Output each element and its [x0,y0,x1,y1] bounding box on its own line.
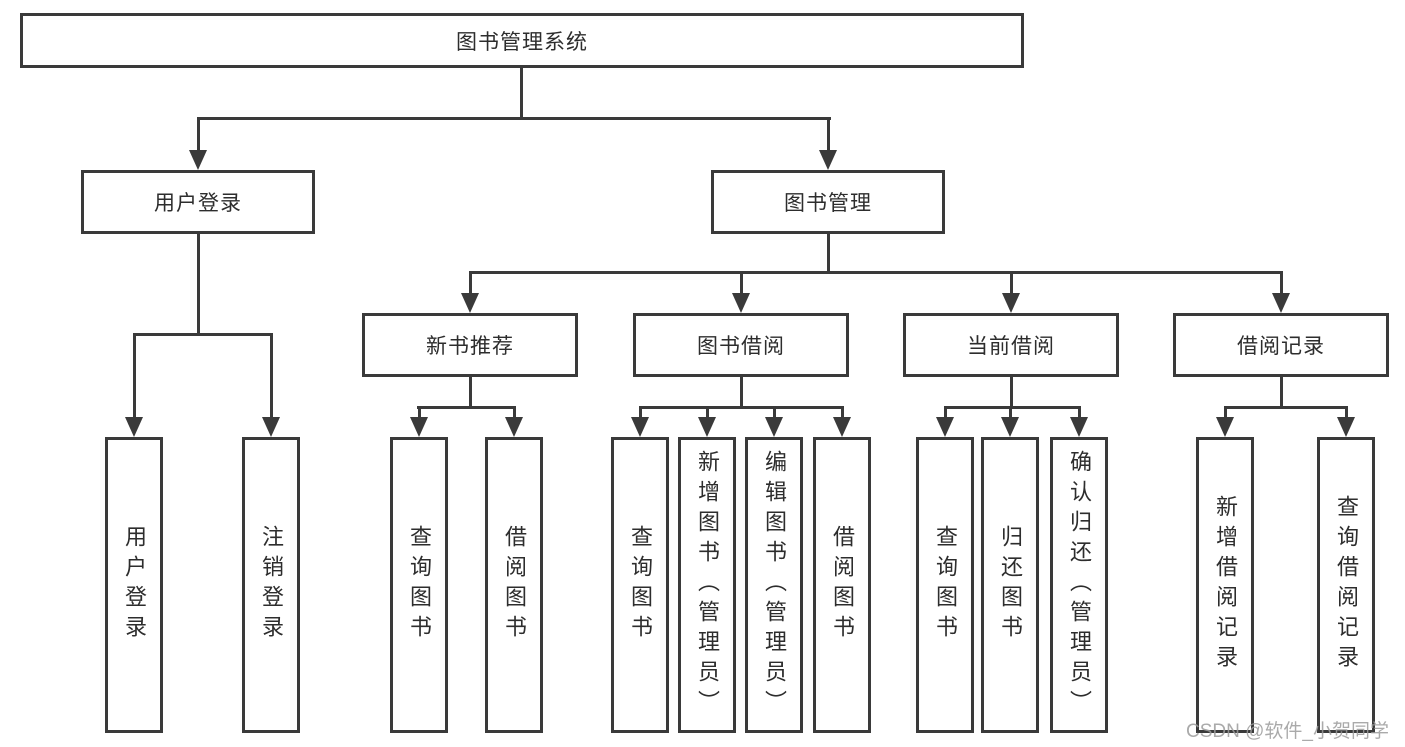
connector-bookmgmt-stem [827,232,830,274]
connector-newbook-shaft-2 [513,406,516,419]
leaf-add-books-admin: 新增图书（管理员） [678,437,736,733]
leaf-borrow-books-newbook: 借阅图书 [485,437,543,733]
connector-root-stem [520,66,523,119]
leaf-query-borrow-record-label: 查询借阅记录 [1334,495,1359,675]
arrow-down-icon [189,150,207,170]
leaf-add-books-admin-label: 新增图书（管理员） [695,450,720,720]
node-current-borrowing-label: 当前借阅 [967,335,1055,358]
arrow-down-icon [461,293,479,313]
leaf-add-borrow-record-label: 新增借阅记录 [1213,495,1238,675]
leaf-return-books: 归还图书 [981,437,1039,733]
leaf-user-login-label: 用户登录 [122,525,147,645]
leaf-edit-books-admin-label: 编辑图书（管理员） [762,450,787,720]
arrow-down-icon [505,417,523,437]
connector-userlogin-shaft-1 [133,333,136,419]
node-book-borrowing: 图书借阅 [633,313,849,377]
connector-borrow-shaft-4 [841,406,844,419]
node-book-management-label: 图书管理 [784,192,872,215]
leaf-query-books-current: 查询图书 [916,437,974,733]
connector-newbook-branch [417,406,516,409]
leaf-query-borrow-record: 查询借阅记录 [1317,437,1375,733]
leaf-query-books-newbook-label: 查询图书 [407,525,432,645]
arrow-down-icon [1216,417,1234,437]
node-borrow-records-label: 借阅记录 [1237,335,1325,358]
arrow-down-icon [698,417,716,437]
connector-userlogin-shaft-2 [270,333,273,419]
leaf-borrow-books-borrow: 借阅图书 [813,437,871,733]
arrow-down-icon [1002,293,1020,313]
node-user-login: 用户登录 [81,170,315,234]
arrow-down-icon [1272,293,1290,313]
csdn-watermark: CSDN @软件_小贺同学 [1186,721,1389,742]
connector-records-shaft-2 [1345,406,1348,419]
arrow-down-icon [125,417,143,437]
node-borrow-records: 借阅记录 [1173,313,1389,377]
connector-root-branch [197,117,831,120]
connector-bookmgmt-shaft-3 [1010,271,1013,295]
connector-bookmgmt-shaft-2 [740,271,743,295]
arrow-down-icon [410,417,428,437]
connector-borrow-shaft-3 [773,406,776,419]
arrow-down-icon [732,293,750,313]
arrow-down-icon [1070,417,1088,437]
leaf-query-books-borrow-label: 查询图书 [628,525,653,645]
connector-borrow-stem [740,375,743,409]
node-book-management: 图书管理 [711,170,945,234]
leaf-logout: 注销登录 [242,437,300,733]
node-user-login-label: 用户登录 [154,192,242,215]
node-book-borrowing-label: 图书借阅 [697,335,785,358]
node-new-book-recommend-label: 新书推荐 [426,335,514,358]
connector-current-branch [944,406,1081,409]
node-library-system: 图书管理系统 [20,13,1024,68]
arrow-down-icon [1337,417,1355,437]
leaf-query-books-newbook: 查询图书 [390,437,448,733]
connector-newbook-shaft-1 [418,406,421,419]
leaf-add-borrow-record: 新增借阅记录 [1196,437,1254,733]
connector-root-left-shaft [197,117,200,152]
leaf-user-login: 用户登录 [105,437,163,733]
connector-current-shaft-3 [1078,406,1081,419]
leaf-confirm-return-admin: 确认归还（管理员） [1050,437,1108,733]
connector-current-shaft-2 [1009,406,1012,419]
leaf-query-books-current-label: 查询图书 [933,525,958,645]
leaf-edit-books-admin: 编辑图书（管理员） [745,437,803,733]
node-current-borrowing: 当前借阅 [903,313,1119,377]
leaf-confirm-return-admin-label: 确认归还（管理员） [1067,450,1092,720]
leaf-logout-label: 注销登录 [259,525,284,645]
arrow-down-icon [631,417,649,437]
arrow-down-icon [1001,417,1019,437]
arrow-down-icon [833,417,851,437]
connector-newbook-stem [469,375,472,409]
connector-root-right-shaft [827,117,830,152]
arrow-down-icon [262,417,280,437]
leaf-return-books-label: 归还图书 [998,525,1023,645]
arrow-down-icon [936,417,954,437]
connector-records-branch [1224,406,1348,409]
node-library-system-label: 图书管理系统 [456,30,588,54]
connector-records-shaft-1 [1224,406,1227,419]
connector-bookmgmt-shaft-1 [469,271,472,295]
connector-userlogin-stem [197,232,200,336]
connector-borrow-shaft-2 [706,406,709,419]
leaf-borrow-books-newbook-label: 借阅图书 [502,525,527,645]
leaf-borrow-books-borrow-label: 借阅图书 [830,525,855,645]
node-new-book-recommend: 新书推荐 [362,313,578,377]
connector-current-shaft-1 [944,406,947,419]
leaf-query-books-borrow: 查询图书 [611,437,669,733]
connector-records-stem [1280,375,1283,409]
connector-borrow-shaft-1 [639,406,642,419]
connector-bookmgmt-shaft-4 [1280,271,1283,295]
connector-userlogin-branch [133,333,273,336]
connector-current-stem [1010,375,1013,409]
connector-bookmgmt-branch [469,271,1283,274]
connector-borrow-branch [639,406,844,409]
arrow-down-icon [819,150,837,170]
arrow-down-icon [765,417,783,437]
